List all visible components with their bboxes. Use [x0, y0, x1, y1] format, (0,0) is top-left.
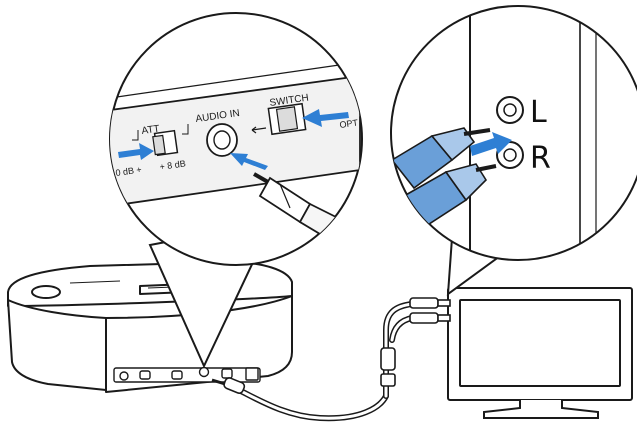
dock-rear-panel — [113, 366, 261, 383]
arrow-icon — [302, 109, 349, 127]
callout-right: L R — [390, 5, 637, 261]
arrow-icon — [470, 132, 512, 156]
right-channel-label: R — [530, 141, 551, 176]
arrow-icon — [118, 143, 154, 160]
arrow-icon — [230, 153, 268, 170]
att-label: ATT — [141, 124, 161, 137]
rca-plug-icon — [380, 297, 451, 387]
opt-label: OPT — [339, 117, 359, 130]
callout-left: ATT 0 dB + + 8 dB AUDIO IN SWITCH OPT — [109, 12, 363, 266]
att-min-label: 0 dB + — [115, 164, 142, 178]
left-channel-label: L — [530, 95, 547, 130]
att-max-label: + 8 dB — [159, 158, 186, 172]
switch-label: SWITCH — [269, 93, 310, 109]
audio-plug-icon — [211, 377, 246, 394]
tv-icon — [447, 287, 633, 419]
